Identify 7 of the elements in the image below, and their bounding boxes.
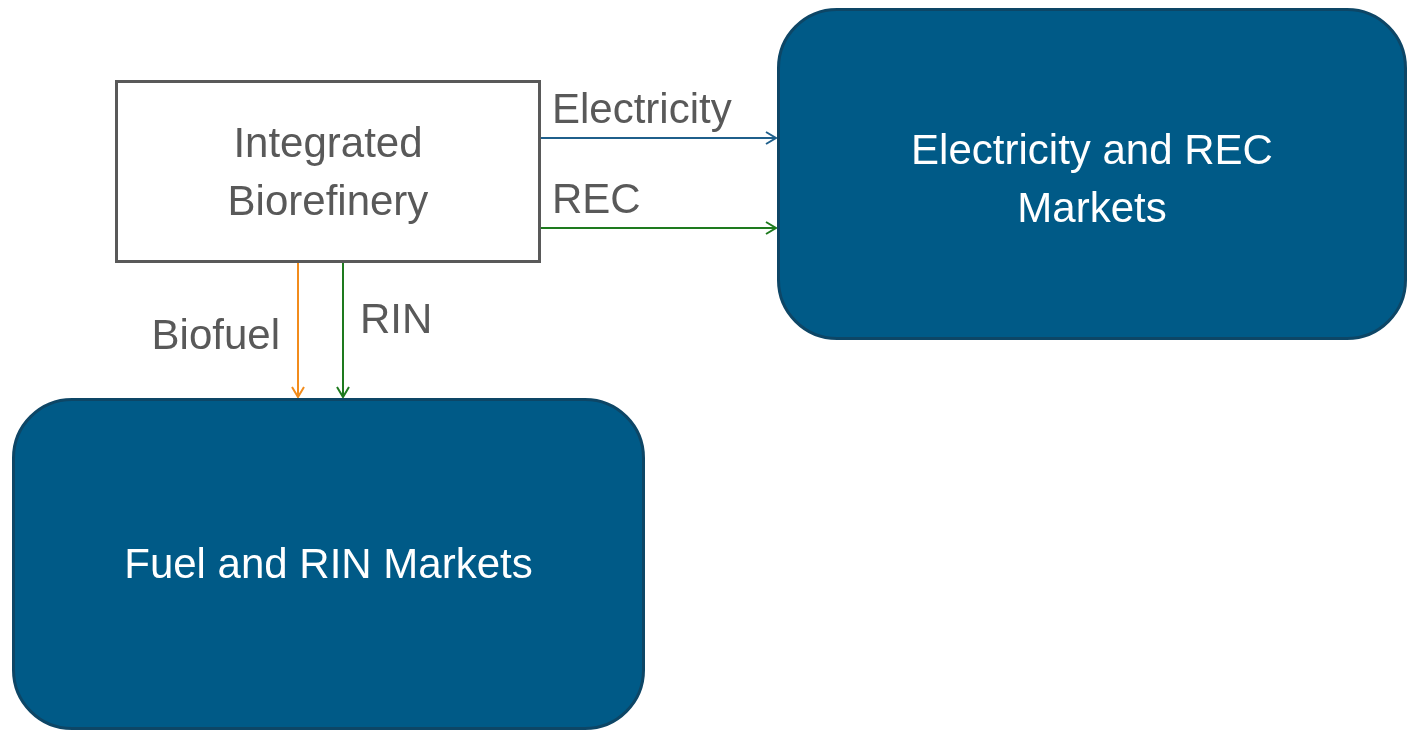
arrow xyxy=(291,262,305,398)
arrow xyxy=(540,221,777,235)
arrow xyxy=(540,131,777,145)
arrow xyxy=(336,262,350,398)
market-box: Electricity and REC Markets xyxy=(777,8,1407,340)
market-box: Fuel and RIN Markets xyxy=(12,398,645,730)
process-box: Integrated Biorefinery xyxy=(115,80,541,263)
